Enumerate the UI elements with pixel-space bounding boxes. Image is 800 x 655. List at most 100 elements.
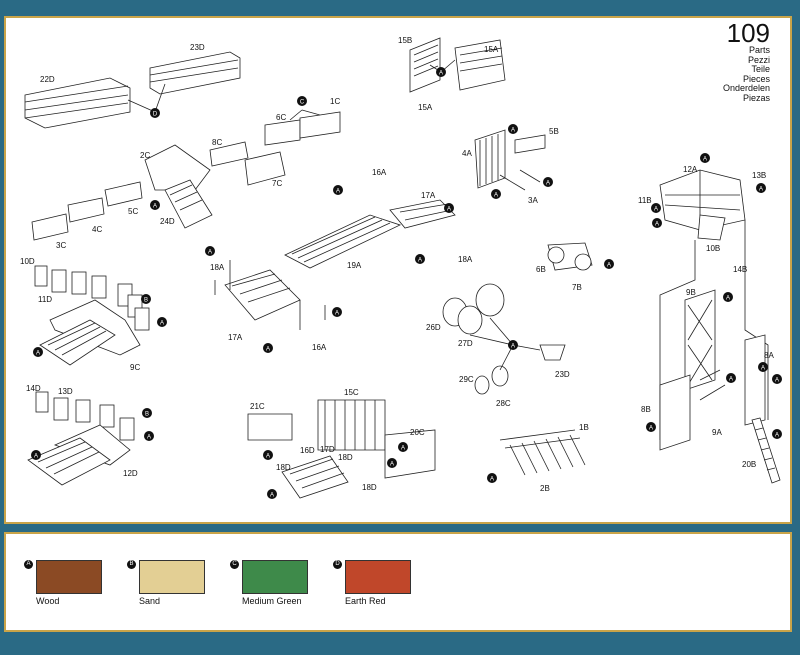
part-label: 2B: [540, 484, 550, 493]
marker-a: A: [444, 203, 454, 213]
part-label: 2C: [140, 151, 150, 160]
svg-text:A: A: [511, 128, 515, 134]
marker-a: A: [205, 246, 215, 256]
part-label: 23D: [190, 43, 205, 52]
marker-c: C: [297, 96, 307, 106]
color-legend-panel: A Wood B Sand C Medium Green D Earth Red: [4, 532, 792, 632]
part-label: 26D: [426, 323, 441, 332]
marker-a: A: [387, 458, 397, 468]
part-label: 4A: [462, 149, 472, 158]
svg-text:A: A: [266, 347, 270, 353]
part-label: 28C: [496, 399, 511, 408]
marker-a: A: [508, 340, 518, 350]
svg-text:A: A: [511, 344, 515, 350]
part-label: 9B: [686, 288, 696, 297]
part-label: 10B: [706, 244, 720, 253]
swatch-wood: [36, 560, 102, 594]
legend-letter: D: [333, 560, 342, 569]
swatch-medium-green: [242, 560, 308, 594]
marker-b: B: [142, 408, 152, 418]
parts-word: Pieces: [742, 73, 770, 84]
part-label: 16D: [300, 446, 315, 455]
fence-1B-2B: [499, 429, 586, 476]
marker-a: A: [758, 362, 768, 372]
marker-a: A: [144, 431, 154, 441]
part-label: 11B: [638, 196, 652, 205]
svg-text:A: A: [336, 189, 340, 195]
part-label: 6B: [536, 265, 546, 274]
part-label: 18D: [362, 483, 377, 492]
part-label: 9C: [130, 363, 140, 372]
marker-a: A: [263, 343, 273, 353]
svg-text:A: A: [546, 181, 550, 187]
legend-letter: B: [127, 560, 136, 569]
part-label: 15B: [398, 36, 412, 45]
assembly-diagram: 23D 22D 15B 15A 15A 1C 6C 7C 8C 2C 5C 4C…: [20, 36, 782, 499]
parts-word: Teile: [751, 64, 770, 74]
part-label: 14D: [26, 384, 41, 393]
marker-a: A: [398, 442, 408, 452]
legend-name: Medium Green: [242, 596, 302, 606]
barrel-base-9C: [34, 265, 150, 366]
marker-a: A: [772, 374, 782, 384]
svg-text:A: A: [655, 222, 659, 228]
svg-text:B: B: [144, 298, 148, 304]
brick-wall-23D: [149, 51, 241, 95]
marker-a: A: [267, 489, 277, 499]
plank-frames-15A: [409, 37, 506, 93]
svg-text:A: A: [418, 258, 422, 264]
part-label: 18D: [338, 453, 353, 462]
part-label: 10D: [20, 257, 35, 266]
part-label: 18A: [210, 263, 225, 272]
svg-text:A: A: [726, 296, 730, 302]
part-label: 16A: [312, 343, 327, 352]
crate-6B: [547, 242, 593, 271]
svg-text:A: A: [447, 207, 451, 213]
svg-text:A: A: [654, 207, 658, 213]
marker-a: A: [726, 373, 736, 383]
part-label: 8B: [641, 405, 651, 414]
part-label: 1B: [579, 423, 589, 432]
part-label: 15A: [418, 103, 433, 112]
part-label: 27D: [458, 339, 473, 348]
part-label: 7B: [572, 283, 582, 292]
parts-word: Piezas: [742, 92, 770, 103]
svg-text:A: A: [607, 263, 611, 269]
part-label: 18A: [458, 255, 473, 264]
part-label: 18D: [276, 463, 291, 472]
parts-word: Onderdelen: [722, 83, 770, 93]
part-label: 22D: [40, 75, 55, 84]
legend-name: Earth Red: [345, 596, 386, 606]
part-label: 13D: [58, 387, 73, 396]
marker-a: A: [491, 189, 501, 199]
part-label: 5B: [549, 127, 559, 136]
marker-a: A: [33, 347, 43, 357]
part-label: 11D: [38, 295, 52, 304]
svg-text:A: A: [494, 193, 498, 199]
part-label: 6C: [276, 113, 286, 122]
parts-heading: Parts Pezzi Teile Pieces Onderdelen Piez…: [722, 45, 770, 103]
part-label: 5C: [128, 207, 138, 216]
svg-text:A: A: [390, 462, 394, 468]
barrel-base-12D: [27, 391, 135, 486]
marker-a: A: [543, 177, 553, 187]
marker-a: A: [332, 307, 342, 317]
svg-text:C: C: [300, 100, 305, 106]
part-label: 12D: [123, 469, 138, 478]
svg-text:A: A: [439, 71, 443, 77]
svg-text:A: A: [160, 321, 164, 327]
marker-a: A: [415, 254, 425, 264]
svg-text:A: A: [147, 435, 151, 441]
part-label: 12A: [683, 165, 698, 174]
svg-text:A: A: [335, 311, 339, 317]
legend-name: Wood: [36, 596, 60, 606]
marker-a: A: [436, 67, 446, 77]
part-label: 13B: [752, 171, 766, 180]
marker-a: A: [651, 203, 661, 213]
legend-letter: A: [24, 560, 33, 569]
color-markers: A D C A A A A A A A A A A A A A A A A A …: [31, 67, 782, 499]
svg-text:A: A: [490, 477, 494, 483]
part-label: 4C: [92, 225, 102, 234]
part-label: 24D: [160, 217, 175, 226]
legend-letter: C: [230, 560, 239, 569]
